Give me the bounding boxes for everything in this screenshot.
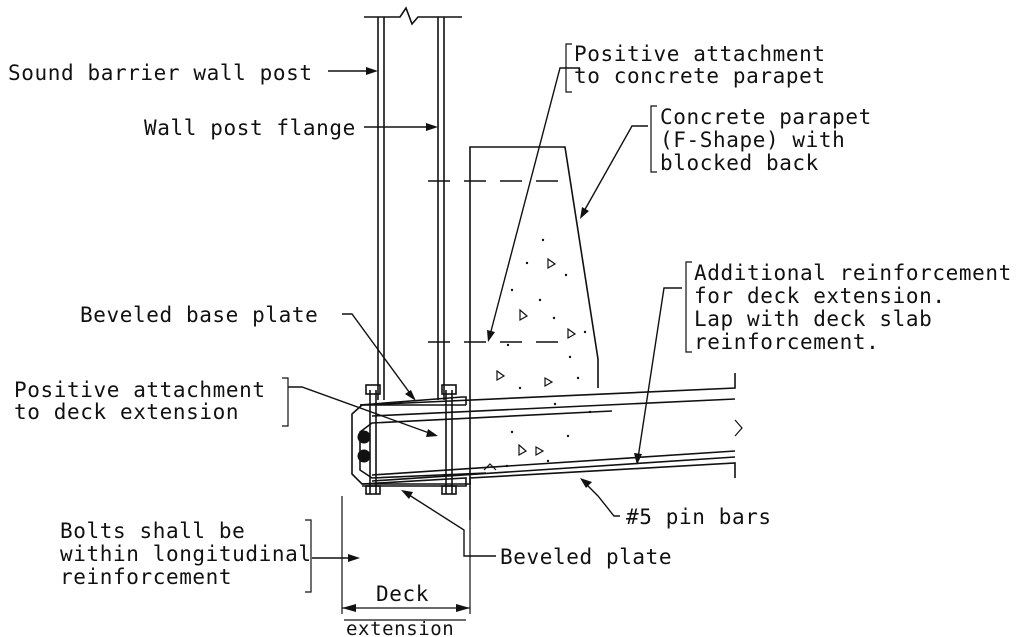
- label-deck: Deck: [376, 582, 429, 606]
- longitudinal-bar-bottom: [357, 449, 371, 463]
- concrete-parapet: [428, 146, 599, 520]
- label-additional-reinforcement-3: Lap with deck slab: [694, 307, 932, 331]
- base-plates-bolts: [359, 384, 467, 495]
- label-positive-attachment-parapet-1: Positive attachment: [574, 42, 826, 66]
- concrete-stipple: [496, 238, 592, 468]
- label-concrete-parapet-2: (F-Shape) with: [660, 128, 845, 152]
- label-extension: extension: [346, 618, 454, 637]
- deck-slab: [351, 373, 743, 485]
- label-pin-bars: #5 pin bars: [626, 505, 772, 529]
- label-positive-attachment-deck-1: Positive attachment: [14, 378, 266, 402]
- label-concrete-parapet-1: Concrete parapet: [660, 105, 872, 129]
- label-wall-post-flange: Wall post flange: [144, 116, 356, 140]
- leaders: [288, 67, 682, 562]
- label-concrete-parapet-3: blocked back: [660, 151, 819, 175]
- label-positive-attachment-deck-2: to deck extension: [14, 400, 239, 424]
- label-bolts-note-1: Bolts shall be: [60, 519, 245, 543]
- label-sound-barrier-wall-post: Sound barrier wall post: [8, 61, 313, 85]
- label-additional-reinforcement-1: Additional reinforcement: [694, 261, 1012, 285]
- label-bolts-note-2: within longitudinal: [60, 542, 312, 566]
- label-beveled-plate: Beveled plate: [500, 545, 672, 569]
- note-brackets: [282, 43, 692, 593]
- label-additional-reinforcement-2: for deck extension.: [694, 284, 946, 308]
- wall-post: [364, 6, 462, 400]
- deck-extension-dimension: [341, 496, 471, 621]
- label-bolts-note-3: reinforcement: [60, 565, 232, 589]
- label-positive-attachment-parapet-2: to concrete parapet: [574, 64, 826, 88]
- label-beveled-base-plate: Beveled base plate: [80, 303, 318, 327]
- longitudinal-bar-top: [357, 430, 371, 444]
- label-additional-reinforcement-4: reinforcement.: [694, 330, 879, 354]
